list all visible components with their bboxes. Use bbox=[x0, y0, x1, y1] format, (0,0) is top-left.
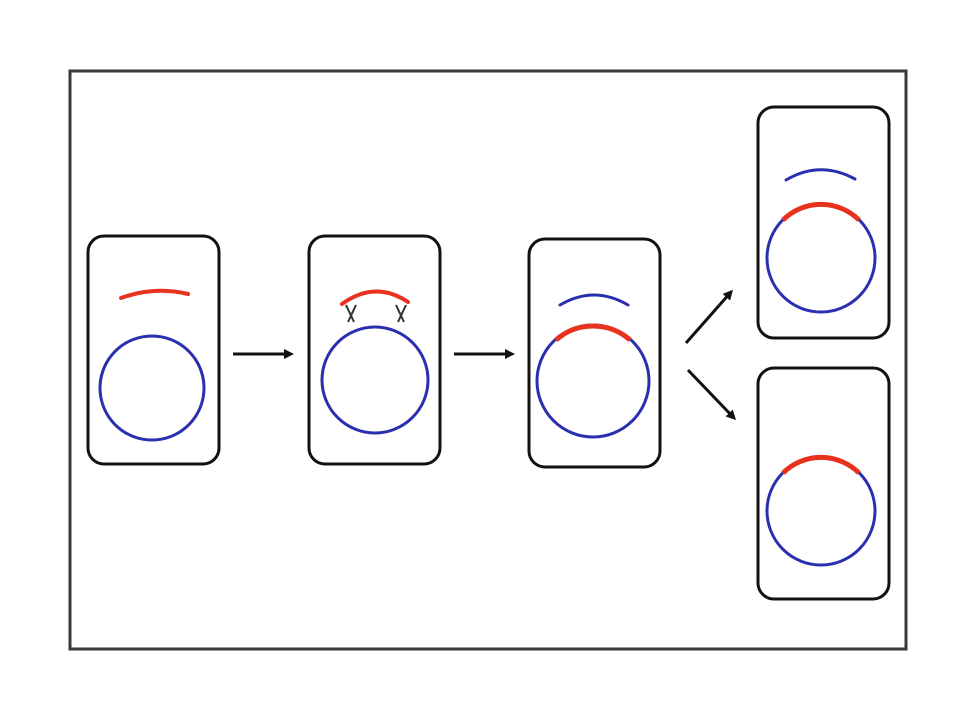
cell-2-crossover-left-b bbox=[347, 304, 357, 323]
cell-4-excised-dna bbox=[784, 168, 857, 182]
cell-1-chromosome bbox=[98, 334, 206, 442]
cell-5-integrated-dna bbox=[781, 454, 861, 475]
up-right-arrow-icon bbox=[684, 289, 733, 344]
cell-2 bbox=[307, 234, 442, 466]
cell-2-wall bbox=[307, 234, 442, 466]
cell-1-donor-dna bbox=[119, 288, 190, 300]
cell-5-wall bbox=[756, 366, 891, 601]
cell-3-integrated-dna bbox=[554, 323, 632, 342]
cell-1 bbox=[86, 234, 221, 466]
cell-2-crossover-right bbox=[395, 304, 405, 323]
cell-2-crossover-right-b bbox=[397, 304, 407, 323]
cell-1-wall bbox=[86, 234, 221, 466]
down-right-arrow-icon bbox=[686, 368, 737, 421]
cell-4-wall bbox=[756, 105, 891, 340]
cell-3-excised-dna bbox=[558, 293, 630, 307]
cell-2-chromosome bbox=[320, 325, 430, 435]
cell-4 bbox=[756, 105, 891, 340]
cell-3 bbox=[527, 237, 662, 469]
cell-4-integrated-dna bbox=[781, 201, 861, 222]
cell-2-donor-dna bbox=[340, 289, 410, 306]
cell-3-wall bbox=[527, 237, 662, 469]
cell-5 bbox=[756, 366, 891, 601]
cell-2-crossover-left bbox=[345, 304, 355, 323]
